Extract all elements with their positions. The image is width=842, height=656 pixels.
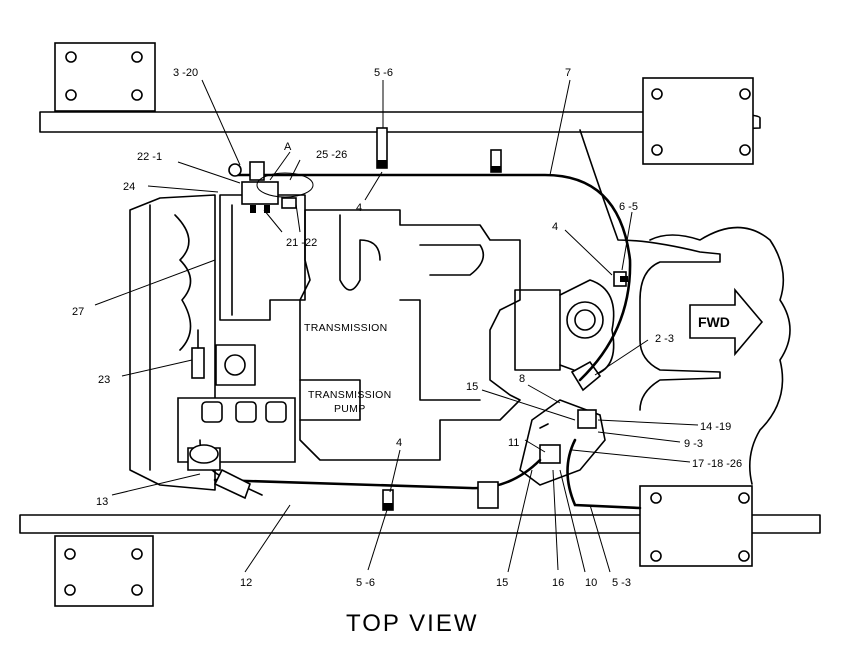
mount-plate-bottom-right bbox=[639, 485, 753, 567]
callout-14-19: 14 -19 bbox=[700, 421, 731, 433]
callout-15-lower: 15 bbox=[496, 577, 508, 589]
mount-plate-top-left bbox=[54, 42, 156, 112]
callout-5-6-top: 5 -6 bbox=[374, 67, 393, 79]
callout-27: 27 bbox=[72, 306, 84, 318]
engine-block bbox=[129, 194, 306, 491]
callout-7: 7 bbox=[565, 67, 571, 79]
callout-6-5: 6 -5 bbox=[619, 201, 638, 213]
control-valve-assembly bbox=[519, 360, 606, 486]
callout-4-lower: 4 bbox=[396, 437, 402, 449]
callout-23: 23 bbox=[98, 374, 110, 386]
callout-5-6-bottom: 5 -6 bbox=[356, 577, 375, 589]
front-cowl-outline bbox=[579, 129, 791, 485]
callout-4-right: 4 bbox=[552, 221, 558, 233]
fitting-23 bbox=[191, 329, 205, 379]
clamp-upper-left bbox=[376, 127, 388, 169]
clamp-lower bbox=[382, 489, 394, 511]
fitting-13 bbox=[187, 444, 251, 500]
transmission-pump-label-line2: PUMP bbox=[334, 403, 366, 415]
transmission-pump-label-line1: TRANSMISSION bbox=[308, 389, 392, 401]
callout-25-26: 25 -26 bbox=[316, 149, 347, 161]
callout-9-3: 9 -3 bbox=[684, 438, 703, 450]
mount-plate-bottom-left bbox=[54, 535, 154, 607]
callout-8: 8 bbox=[519, 373, 525, 385]
breather-fitting bbox=[228, 161, 314, 213]
callout-11: 11 bbox=[508, 437, 519, 449]
callout-5-3: 5 -3 bbox=[612, 577, 631, 589]
callout-17-18-26: 17 -18 -26 bbox=[692, 458, 742, 470]
clamp-upper-right bbox=[490, 149, 502, 173]
mount-plate-top-right bbox=[642, 77, 754, 165]
transmission-housing bbox=[299, 209, 521, 461]
callout-13: 13 bbox=[96, 496, 108, 508]
output-flange bbox=[514, 279, 615, 377]
fwd-arrow-label: FWD bbox=[698, 314, 730, 330]
callout-16: 16 bbox=[552, 577, 564, 589]
callout-21-22: 21 -22 bbox=[286, 237, 317, 249]
clamp-right-hose bbox=[613, 271, 628, 287]
callout-10: 10 bbox=[585, 577, 597, 589]
filter-canister bbox=[477, 481, 499, 509]
callout-A: A bbox=[284, 141, 292, 153]
forward-arrow bbox=[689, 287, 764, 357]
callout-12: 12 bbox=[240, 577, 252, 589]
transmission-label: TRANSMISSION bbox=[304, 322, 388, 334]
callout-2-3: 2 -3 bbox=[655, 333, 674, 345]
leader-lines bbox=[94, 79, 699, 573]
callout-4-upper: 4 bbox=[356, 202, 362, 214]
callout-15-upper: 15 bbox=[466, 381, 478, 393]
lower-frame-rail bbox=[19, 514, 821, 534]
callout-22-1: 22 -1 bbox=[137, 151, 162, 163]
diagram-title: TOP VIEW bbox=[346, 610, 478, 637]
callout-3-20: 3 -20 bbox=[173, 67, 198, 79]
callout-24: 24 bbox=[123, 181, 135, 193]
